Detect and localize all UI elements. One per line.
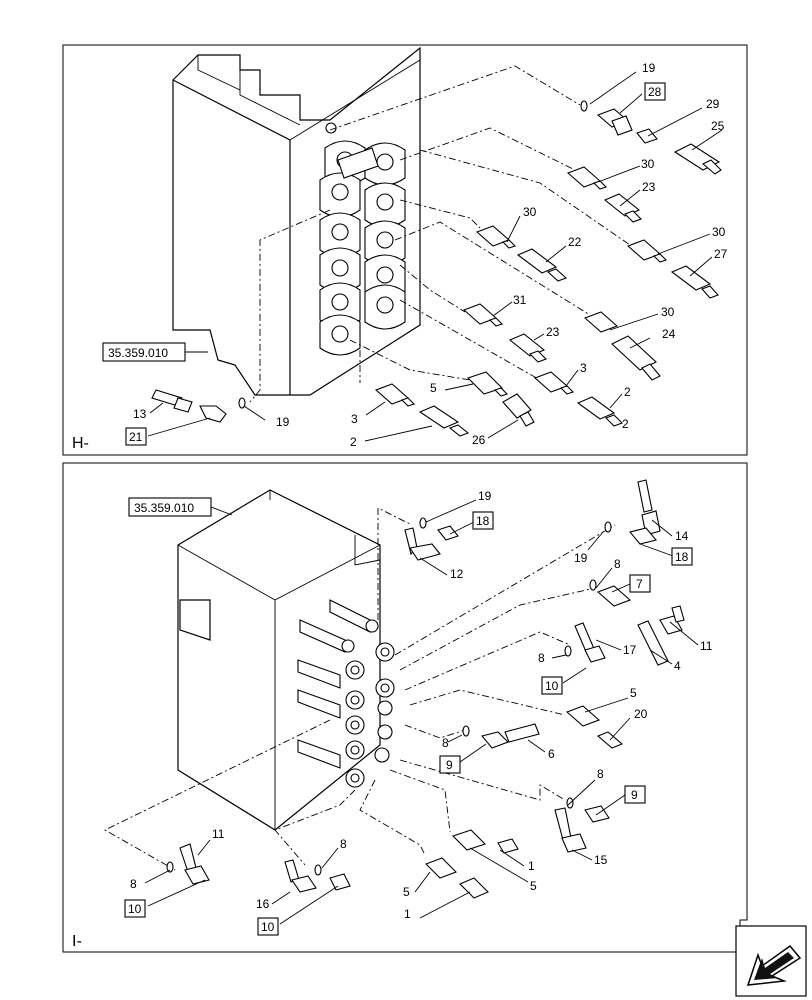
callout-box xyxy=(671,547,693,566)
leaders-i xyxy=(144,499,699,925)
callout: 30 xyxy=(661,305,675,319)
callout: 23 xyxy=(642,180,656,194)
callout: 25 xyxy=(711,119,725,133)
callout: 23 xyxy=(546,325,560,339)
fittings-i xyxy=(166,479,685,899)
valve-block-i xyxy=(177,489,395,831)
reference-link[interactable]: 35.359.010 xyxy=(134,501,194,515)
callout-boxed: 10 xyxy=(545,679,559,693)
callout: 30 xyxy=(641,157,655,171)
callout: 14 xyxy=(675,529,689,543)
panel-i: 19 18 14 19 18 12 8 7 11 8 17 4 10 5 20 … xyxy=(62,462,748,953)
callout: 5 xyxy=(530,879,537,893)
callout: 19 xyxy=(478,489,492,503)
panel-h: 19 28 29 25 30 23 30 22 30 27 31 23 30 2… xyxy=(62,44,748,456)
valve-block-h xyxy=(172,46,421,396)
callout: 30 xyxy=(712,225,726,239)
callout: 15 xyxy=(594,853,608,867)
callout-boxed: 21 xyxy=(129,430,143,444)
callout-boxed: 10 xyxy=(128,902,142,916)
callout: 22 xyxy=(568,235,582,249)
next-page-arrow-icon xyxy=(746,944,802,986)
callout: 19 xyxy=(642,61,656,75)
callout: 8 xyxy=(340,837,347,851)
callout-boxed: 28 xyxy=(648,85,662,99)
leaders-h xyxy=(147,71,723,442)
callout-box xyxy=(624,785,646,804)
callout: 30 xyxy=(523,205,537,219)
callout: 24 xyxy=(662,327,676,341)
callout: 3 xyxy=(580,361,587,375)
callout: 19 xyxy=(574,551,588,565)
callout: 2 xyxy=(624,385,631,399)
connection-lines-i xyxy=(104,507,616,871)
callout: 2 xyxy=(622,417,629,431)
callout: 8 xyxy=(614,557,621,571)
callout: 29 xyxy=(706,97,720,111)
valve-ports-i xyxy=(297,599,395,788)
callout: 16 xyxy=(256,897,270,911)
callout: 1 xyxy=(404,907,411,921)
callout: 20 xyxy=(634,707,648,721)
callout: 5 xyxy=(403,885,410,899)
fittings-h xyxy=(151,100,722,437)
callout: 8 xyxy=(442,736,449,750)
callout-box xyxy=(439,755,461,774)
callout-box xyxy=(124,899,146,918)
callout: 26 xyxy=(472,433,486,447)
callout: 17 xyxy=(623,643,637,657)
callouts-h: 19 28 29 25 30 23 30 22 30 27 31 23 30 2… xyxy=(125,61,728,449)
callout-boxed: 9 xyxy=(631,788,638,802)
callout-box xyxy=(629,574,651,593)
callout: 12 xyxy=(450,567,464,581)
callout-box xyxy=(472,511,494,530)
callout-boxed: 10 xyxy=(261,920,275,934)
callout: 8 xyxy=(538,651,545,665)
callout-box xyxy=(541,676,563,695)
next-page-button[interactable] xyxy=(735,925,807,997)
panel-label: H- xyxy=(72,435,89,452)
reference-box-h[interactable]: 35.359.010 xyxy=(102,342,208,362)
callout-boxed: 18 xyxy=(476,514,490,528)
callout: 5 xyxy=(630,686,637,700)
panel-h-frame xyxy=(62,44,748,456)
callout-boxed: 7 xyxy=(636,577,643,591)
callout: 1 xyxy=(528,859,535,873)
callout: 8 xyxy=(597,767,604,781)
callout-boxed: 18 xyxy=(675,550,689,564)
valve-ports-h xyxy=(319,122,406,356)
reference-link[interactable]: 35.359.010 xyxy=(108,346,168,360)
callout-box xyxy=(644,82,666,101)
callout: 3 xyxy=(351,412,358,426)
callout: 11 xyxy=(700,639,713,653)
callout-box xyxy=(257,917,279,936)
callout: 8 xyxy=(130,877,137,891)
callout: 4 xyxy=(674,659,681,673)
callout-boxed: 9 xyxy=(446,758,453,772)
callout: 13 xyxy=(133,407,147,421)
panel-i-frame xyxy=(62,462,748,953)
callout: 5 xyxy=(430,381,437,395)
panel-label: I- xyxy=(72,933,82,950)
callout: 2 xyxy=(350,435,357,449)
connection-lines-h xyxy=(249,65,631,403)
callout-box xyxy=(125,427,147,446)
callout: 31 xyxy=(513,293,527,307)
callouts-i: 19 18 14 19 18 12 8 7 11 8 17 4 10 5 20 … xyxy=(124,489,713,936)
callout: 11 xyxy=(212,827,225,841)
callout: 19 xyxy=(276,415,290,429)
callout: 27 xyxy=(714,247,728,261)
reference-box-i[interactable]: 35.359.010 xyxy=(128,497,233,517)
callout: 6 xyxy=(548,747,555,761)
